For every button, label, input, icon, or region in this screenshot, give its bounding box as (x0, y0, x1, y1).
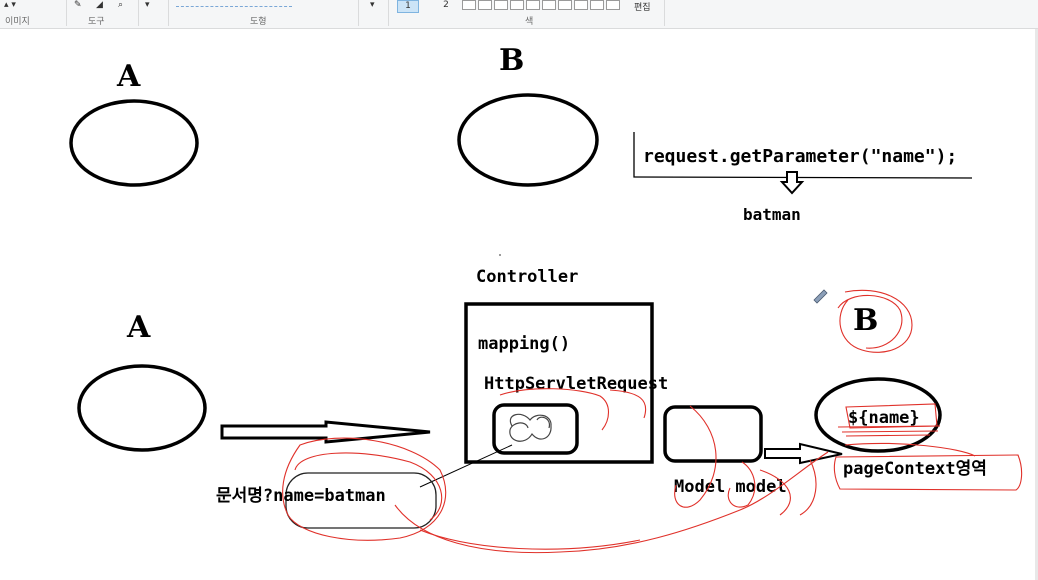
code-bracket (633, 132, 973, 179)
pencil-icon[interactable]: ✎ (74, 0, 82, 10)
bottom-label-a: A (126, 310, 151, 345)
color1-button[interactable]: 1 (397, 0, 419, 13)
query-text: 문서명?name=batman (216, 486, 386, 506)
down-arrow-icon (779, 171, 805, 195)
query-box (285, 472, 437, 529)
result-text: batman (743, 205, 801, 224)
shapes-gallery[interactable] (176, 0, 292, 7)
stray-dot (499, 254, 501, 256)
color-swatch[interactable] (574, 0, 588, 10)
request-scribble (509, 413, 552, 442)
ribbon-group-image-label: 이미지 (5, 17, 30, 27)
ribbon-group-shapes-label: 도형 (250, 17, 267, 27)
color-swatch[interactable] (542, 0, 556, 10)
bottom-label-b: B (853, 303, 878, 338)
code-text: request.getParameter("name"); (643, 146, 957, 167)
request-object-box (492, 403, 579, 455)
top-label-a: A (116, 59, 141, 94)
request-object-label: HttpServletRequest (484, 374, 668, 394)
paint-ribbon: ▴ ▾ 이미지 ✎ ◢ ⌕ 도구 ▾ 도형 ▾ 1 2 색 편집 (0, 0, 1038, 29)
color-swatch[interactable] (478, 0, 492, 10)
model-arrow-icon (764, 442, 843, 465)
ribbon-separator (388, 0, 389, 26)
top-circle-a (69, 99, 199, 187)
ribbon-group-colors-label: 색 (525, 17, 534, 27)
pencil-cursor-icon (813, 289, 828, 304)
fill-icon[interactable]: ◢ (96, 0, 103, 10)
el-expression: ${name} (848, 408, 920, 428)
color-swatch[interactable] (606, 0, 620, 10)
color-swatch[interactable] (558, 0, 572, 10)
color-swatch[interactable] (510, 0, 524, 10)
ribbon-group-tools-label: 도구 (88, 17, 105, 27)
edit-colors-button[interactable]: 편집 (634, 3, 651, 13)
bottom-circle-b (814, 377, 942, 453)
ribbon-separator (66, 0, 67, 26)
drawing-canvas[interactable]: A B request.getParameter("name"); batman… (0, 29, 1038, 580)
red-annotations (282, 289, 1023, 554)
mapping-text: mapping() (478, 334, 570, 354)
page-context-label: pageContext영역 (843, 459, 987, 479)
bottom-circle-a (77, 364, 207, 452)
color-swatch[interactable] (494, 0, 508, 10)
ribbon-separator (664, 0, 665, 26)
color-swatch[interactable] (590, 0, 604, 10)
ribbon-separator (358, 0, 359, 26)
brush-dropdown-icon[interactable]: ▾ (145, 0, 150, 10)
controller-box (464, 302, 654, 464)
color2-button[interactable]: 2 (443, 0, 449, 10)
ribbon-separator (138, 0, 139, 26)
model-box (663, 405, 763, 463)
top-label-b: B (499, 43, 524, 78)
request-arrow-icon (220, 420, 431, 444)
select-button[interactable]: ▴ ▾ (4, 0, 16, 10)
top-circle-b (457, 93, 599, 187)
canvas-scrollbar[interactable] (1035, 29, 1038, 580)
color-swatch[interactable] (462, 0, 476, 10)
ribbon-separator (168, 0, 169, 26)
controller-title: Controller (476, 267, 578, 287)
size-dropdown-icon[interactable]: ▾ (370, 0, 375, 10)
picker-icon[interactable]: ⌕ (118, 0, 124, 10)
model-label: Model model (674, 477, 787, 497)
color-swatch[interactable] (526, 0, 540, 10)
